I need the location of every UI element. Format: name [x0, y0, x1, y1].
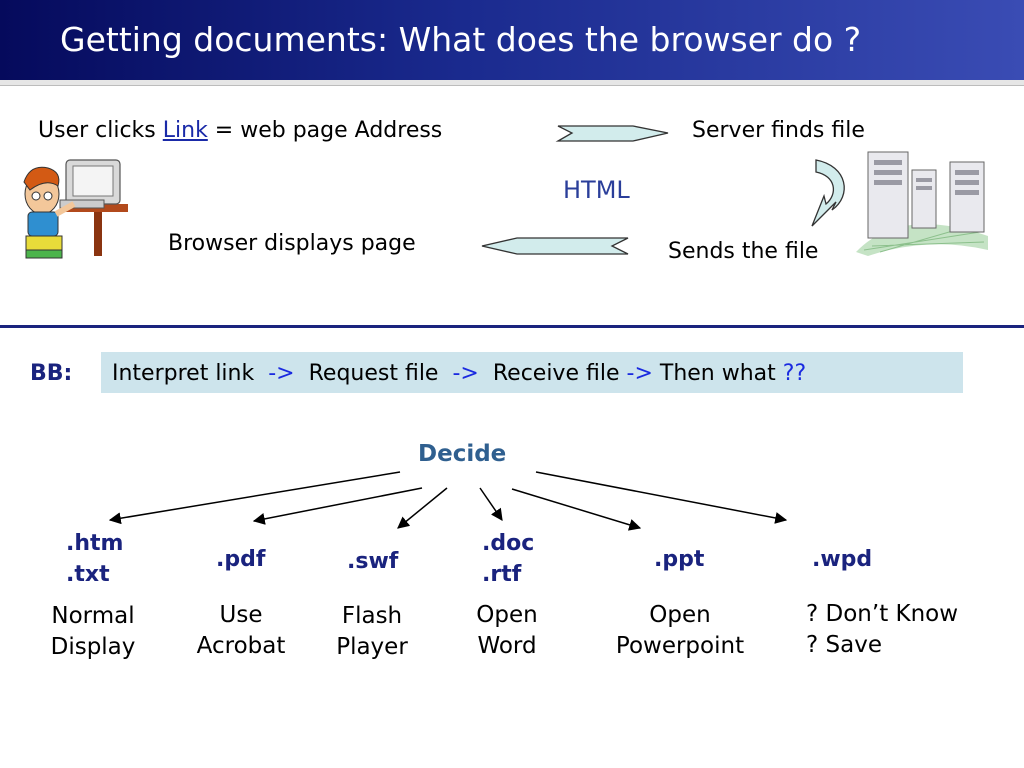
ext-line-1: .pdf	[216, 547, 266, 572]
act-line-1: Open	[649, 602, 711, 628]
branch-ext-pdf: .pdf	[216, 544, 265, 575]
bb-steps-box	[101, 352, 963, 393]
act-line-1: Open	[476, 602, 538, 628]
act-line-2: Word	[477, 633, 537, 659]
ext-line-1: .ppt	[654, 547, 705, 572]
act-line-1: Use	[219, 602, 263, 628]
title-bar	[0, 0, 1024, 80]
server-towers-icon	[856, 151, 988, 256]
bb-step-request: Request file	[308, 361, 439, 386]
ext-line-2: .rtf	[482, 562, 522, 587]
bb-arrow: ->	[452, 361, 479, 386]
act-line-2: Acrobat	[196, 633, 286, 659]
arrow-to-doc	[479, 487, 503, 521]
ext-line-2: .txt	[66, 562, 110, 587]
act-line-1: Normal	[51, 603, 135, 629]
bb-steps: Interpret link -> Request file -> Receiv…	[112, 361, 806, 386]
bb-label: BB:	[30, 361, 73, 386]
ext-line-1: .doc	[482, 531, 535, 556]
branch-ext-ppt: .ppt	[654, 544, 704, 575]
act-line-2: Powerpoint	[615, 633, 745, 659]
branch-ext-swf: .swf	[347, 546, 398, 577]
bb-arrow: ->	[268, 361, 295, 386]
browser-displays-text: Browser displays page	[168, 231, 416, 256]
bb-step-then-what: Then what	[659, 361, 776, 386]
bb-question: ??	[782, 361, 807, 386]
user-clicks-suffix: = web page Address	[207, 118, 443, 143]
bb-step-interpret: Interpret link	[112, 361, 255, 386]
bb-arrow: ->	[626, 361, 653, 386]
act-line-2: Display	[50, 634, 136, 660]
user-clicks-text: User clicks Link = web page Address	[38, 118, 442, 143]
arrow-to-htm	[108, 471, 401, 525]
ext-line-1: .htm	[66, 531, 124, 556]
act-line-1: ? Don’t Know	[806, 601, 959, 627]
bb-step-receive: Receive file	[492, 361, 620, 386]
branch-ext-wpd: .wpd	[812, 544, 872, 575]
link-word[interactable]: Link	[162, 118, 208, 143]
branch-action-dont-know-save: ? Don’t Know ? Save	[806, 599, 958, 661]
ext-line-1: .swf	[347, 549, 399, 574]
left-flow-arrow-icon	[481, 237, 629, 255]
act-line-1: Flash	[341, 603, 403, 629]
decide-label: Decide	[418, 441, 507, 467]
branch-ext-htm: .htm .txt	[66, 528, 123, 590]
ext-line-1: .wpd	[812, 547, 873, 572]
arrow-to-wpd	[535, 471, 788, 524]
slide-title: Getting documents: What does the browser…	[60, 20, 862, 59]
act-line-2: ? Save	[806, 632, 882, 658]
html-label: HTML	[563, 176, 630, 204]
sends-file-text: Sends the file	[668, 239, 819, 264]
curved-arrow-icon	[811, 159, 845, 227]
section-divider	[0, 325, 1024, 328]
act-line-2: Player	[336, 634, 408, 660]
branch-ext-doc: .doc .rtf	[482, 528, 534, 590]
user-clicks-prefix: User clicks	[38, 118, 163, 143]
title-underline	[0, 80, 1024, 86]
user-at-computer-icon	[23, 159, 128, 259]
arrow-to-pdf	[252, 487, 423, 525]
decide-branch-arrows	[108, 471, 788, 531]
arrow-to-ppt	[511, 488, 642, 531]
right-flow-arrow-icon	[555, 125, 669, 142]
server-finds-text: Server finds file	[692, 118, 865, 143]
arrow-to-swf	[397, 487, 448, 529]
